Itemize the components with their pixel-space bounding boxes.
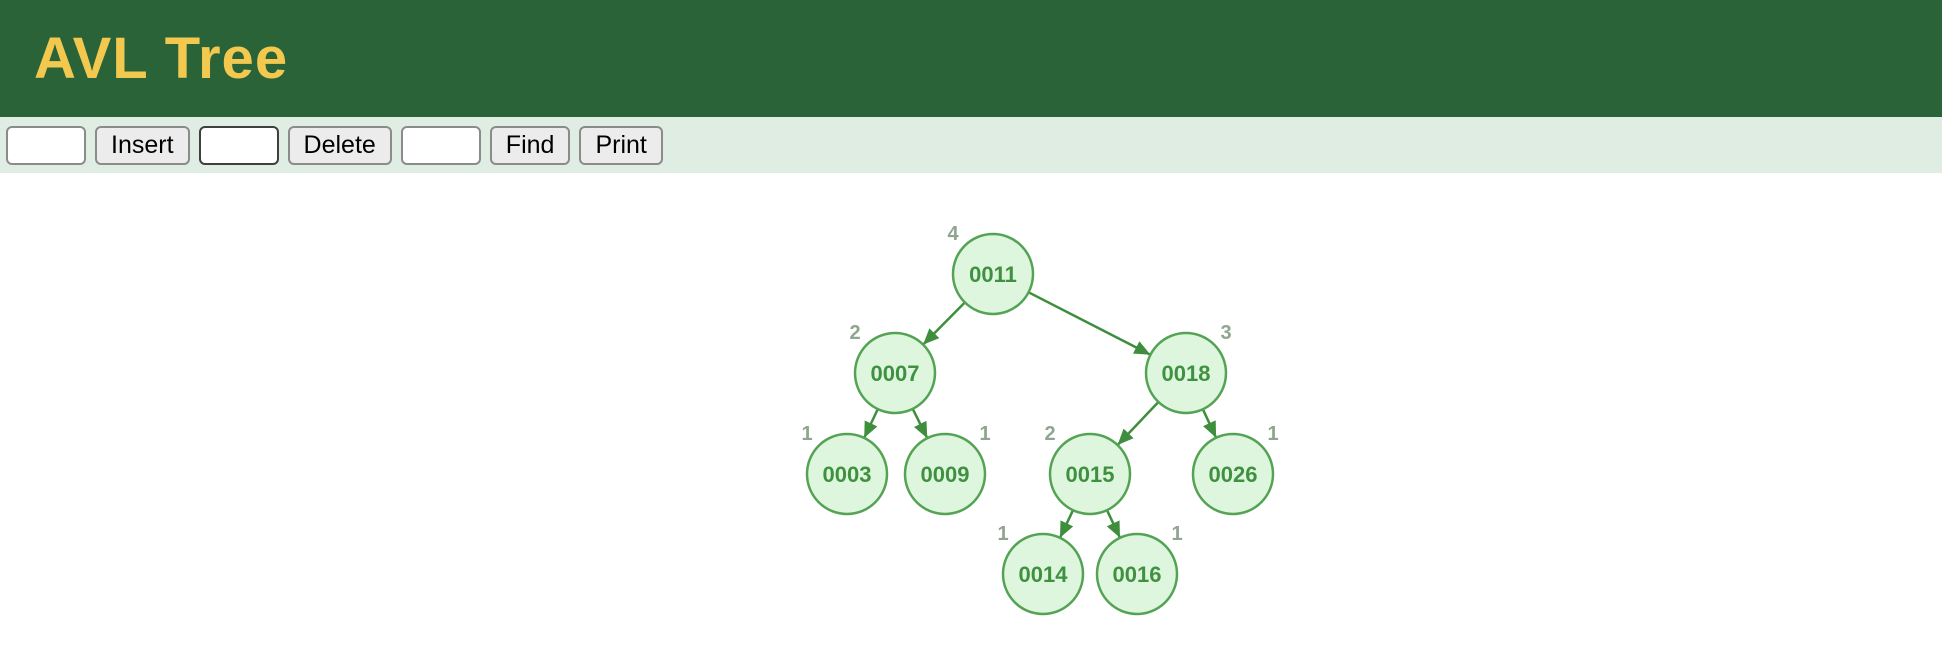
tree-edge: [1028, 291, 1151, 356]
tree-edge: [1201, 408, 1218, 439]
node-height-label: 1: [979, 423, 990, 445]
node-height-label: 1: [801, 423, 812, 445]
find-input[interactable]: [400, 125, 481, 165]
node-circle: [1144, 331, 1228, 415]
node-circle: [1001, 532, 1085, 616]
tree-edge: [863, 408, 879, 439]
node-value-label: 0018: [1162, 361, 1211, 386]
tree-node-0003: 0003 1: [801, 423, 889, 516]
node-value-label: 0007: [871, 361, 920, 386]
tree-node-0016: 0016 1: [1095, 523, 1183, 616]
node-circle: [1095, 532, 1179, 616]
find-button[interactable]: Find: [489, 125, 571, 165]
node-height-label: 1: [997, 523, 1008, 545]
node-circle: [1191, 432, 1275, 516]
tree-edge: [911, 408, 929, 439]
tree-edge: [1105, 509, 1122, 539]
node-value-label: 0015: [1066, 462, 1115, 487]
node-value-label: 0011: [969, 262, 1017, 287]
toolbar: Insert Delete Find Print: [0, 117, 1942, 173]
tree-node-0015: 0015 2: [1044, 423, 1132, 516]
node-value-label: 0016: [1113, 562, 1162, 587]
app-header: AVL Tree: [0, 0, 1942, 117]
tree-node-0007: 0007 2: [849, 322, 937, 415]
node-value-label: 0014: [1019, 562, 1069, 587]
node-height-label: 3: [1220, 322, 1231, 344]
node-circle: [903, 432, 987, 516]
node-value-label: 0009: [921, 462, 970, 487]
tree-edge: [1116, 401, 1160, 446]
node-circle: [805, 432, 889, 516]
node-height-label: 2: [849, 322, 860, 344]
tree-node-0018: 0018 3: [1144, 322, 1232, 415]
delete-button[interactable]: Delete: [287, 125, 392, 165]
node-height-label: 1: [1171, 523, 1182, 545]
tree-node-0009: 0009 1: [903, 423, 991, 516]
node-value-label: 0026: [1209, 462, 1258, 487]
tree-node-0014: 0014 1: [997, 523, 1085, 616]
insert-input[interactable]: [6, 125, 86, 165]
print-button[interactable]: Print: [579, 125, 663, 165]
tree-node-0011: 0011 4: [947, 223, 1035, 316]
node-height-label: 1: [1267, 423, 1278, 445]
node-circle: [1048, 432, 1132, 516]
node-height-label: 4: [947, 223, 959, 245]
tree-edge: [1058, 509, 1075, 539]
page-title: AVL Tree: [34, 26, 289, 91]
node-circle: [853, 331, 937, 415]
node-height-label: 2: [1044, 423, 1055, 445]
tree-node-0026: 0026 1: [1191, 423, 1279, 516]
delete-input[interactable]: [198, 125, 279, 165]
tree-edge: [922, 301, 966, 346]
node-value-label: 0003: [823, 462, 872, 487]
insert-button[interactable]: Insert: [95, 125, 190, 165]
node-circle: [951, 232, 1035, 316]
